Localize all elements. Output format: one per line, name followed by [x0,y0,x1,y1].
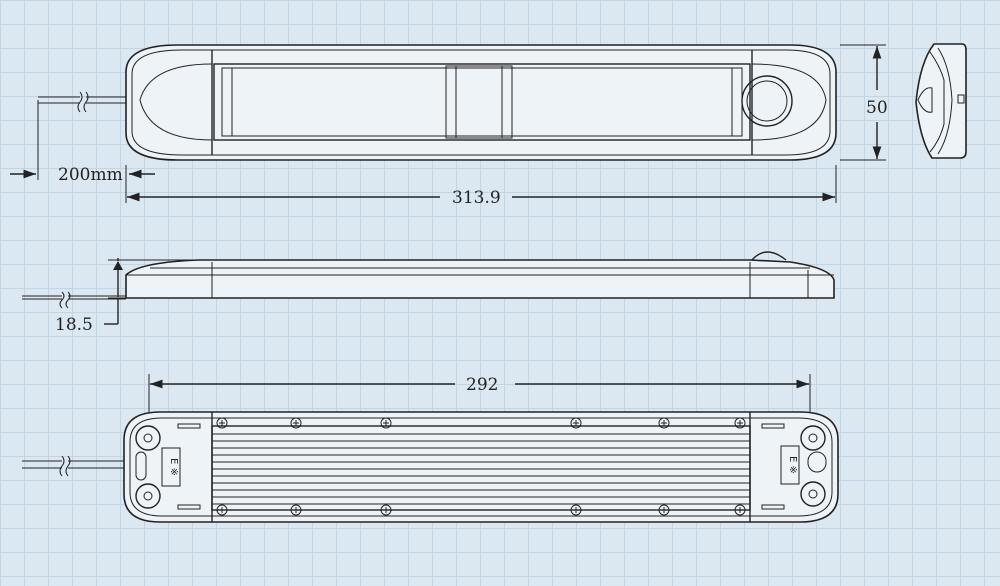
right-end-cap: E ※ [761,423,827,510]
dim-overall: 313.9 [125,165,837,208]
dim-height: 18.5 [55,258,200,335]
dim-mounting: 292 [148,374,811,420]
dim-cable-length: 200mm [58,165,123,185]
side-view [22,251,835,309]
left-end-cap: E ※ [135,423,201,510]
heatsink-fins [212,433,750,505]
switch-button [741,75,793,127]
dim-height-value: 18.5 [55,315,93,335]
dim-width: 50 [840,44,888,161]
end-view [915,43,967,159]
lamp-body-bottom [123,411,839,523]
bottom-view: E ※ E ※ [22,411,839,523]
dim-cable: 200mm [10,100,155,185]
back-label-right: E ※ [787,456,798,474]
lamp-body-top [125,44,837,161]
top-view [38,44,837,161]
back-label-left: E ※ [168,458,179,476]
dim-mounting-length: 292 [466,375,498,395]
screws [216,417,746,516]
dim-width-value: 50 [866,98,888,118]
cable-top [38,91,127,113]
dim-overall-length: 313.9 [452,188,501,208]
lamp-body-side [125,259,835,299]
